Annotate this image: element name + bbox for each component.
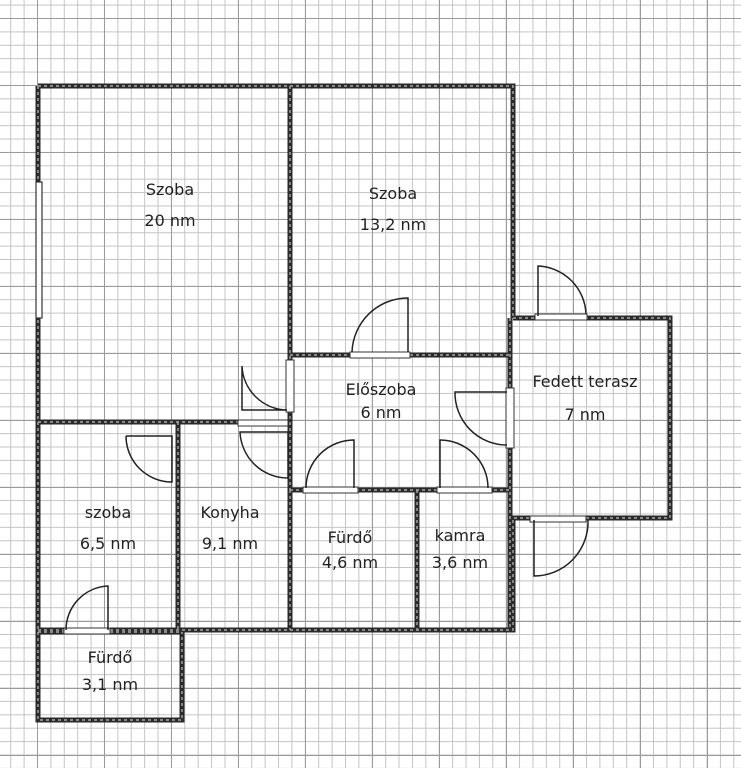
room-area: 3,1 nm [81, 675, 139, 695]
room-area: 7 nm [564, 405, 606, 425]
door-furdo-small [63, 585, 111, 635]
room-label-szoba-2: Szoba 13,2 nm [360, 184, 426, 246]
room-area: 20 nm [144, 211, 196, 231]
window [35, 181, 43, 319]
room-area: 6 nm [360, 403, 402, 423]
room-area: 4,6 nm [321, 553, 379, 573]
room-name: kamra [434, 526, 486, 545]
room-name: Szoba [145, 180, 195, 199]
door-szoba1 [241, 359, 295, 413]
room-name: szoba [84, 503, 132, 522]
room-name: Konyha [200, 503, 260, 522]
room-label-terasz: Fedett terasz 7 nm [532, 372, 637, 436]
door-terasz-bottom [529, 515, 589, 577]
door-szoba2 [349, 297, 411, 359]
room-name: Szoba [368, 184, 418, 203]
room-label-konyha: Konyha 9,1 nm [200, 503, 259, 565]
door-kamra [436, 439, 493, 494]
door-terasz-top [534, 265, 588, 321]
room-name: Fürdő [87, 648, 133, 667]
door-furdo [302, 439, 359, 494]
room-area: 3,6 nm [431, 553, 489, 573]
room-name: Fürdő [327, 528, 373, 547]
door-szoba-small [125, 435, 173, 483]
room-name: Előszoba [345, 380, 417, 399]
room-area: 13,2 nm [359, 215, 427, 235]
room-label-szoba-1: Szoba 20 nm [144, 180, 195, 242]
room-label-szoba-small: szoba 6,5 nm [80, 503, 136, 565]
room-label-furdo-small: Fürdő 3,1 nm [82, 648, 138, 706]
room-area: 9,1 nm [201, 534, 259, 554]
room-area: 6,5 nm [79, 534, 137, 554]
room-label-eloszoba: Előszoba 6 nm [346, 380, 417, 434]
door-konyha [237, 419, 289, 479]
door-terasz-inner [454, 387, 515, 449]
room-label-kamra: kamra 3,6 nm [432, 526, 488, 584]
room-name: Fedett terasz [532, 372, 638, 391]
doors [63, 265, 589, 635]
room-label-furdo: Fürdő 4,6 nm [322, 528, 378, 584]
